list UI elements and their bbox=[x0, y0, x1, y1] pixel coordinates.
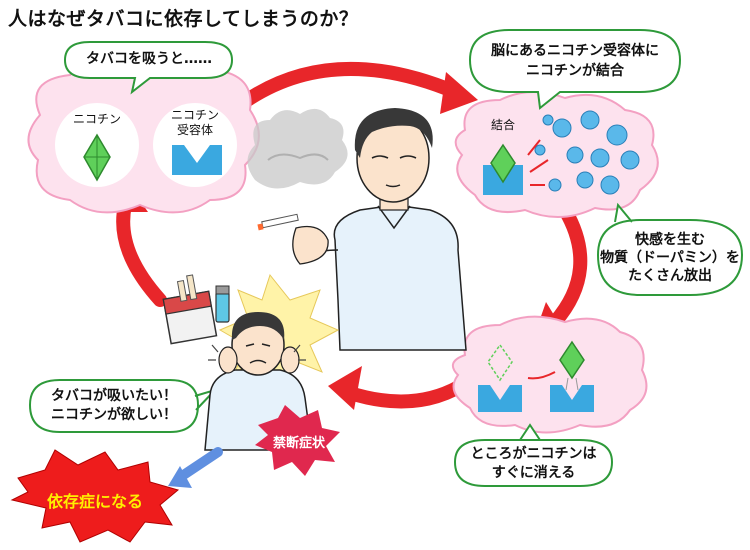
bubble-binding-line1: 脳にあるニコチン受容体に bbox=[491, 43, 659, 59]
bubble-pleasure-line1: 快感を生む bbox=[635, 232, 705, 248]
dopamine-molecule-icon bbox=[527, 110, 640, 195]
label-receptor-line2: 受容体 bbox=[176, 123, 213, 137]
bubble-vanish-line2: すぐに消える bbox=[491, 465, 576, 481]
label-bound: 結合 bbox=[490, 118, 515, 132]
label-nicotine: ニコチン bbox=[72, 112, 121, 126]
lighter-icon bbox=[215, 285, 230, 323]
thought-cloud-vanish bbox=[451, 315, 648, 434]
page-title: 人はなぜタバコに依存してしまうのか？ bbox=[8, 8, 359, 30]
bubble-craving-line1: タバコが吸いたい！ bbox=[51, 388, 177, 404]
cycle-arrow-bottom bbox=[328, 366, 477, 410]
receptor-icon bbox=[172, 145, 222, 175]
addiction-badge: 依存症になる bbox=[46, 492, 143, 511]
bubble-vanish-line1: ところがニコチンは bbox=[470, 446, 597, 462]
label-receptor-line1: ニコチン bbox=[170, 108, 219, 122]
addiction-burst-shape bbox=[10, 449, 180, 543]
cigarette-pack-icon bbox=[162, 274, 218, 345]
smoking-man-figure bbox=[257, 108, 467, 351]
speech-bubble-outlines bbox=[28, 29, 744, 487]
nicotine-crystal-icon bbox=[83, 133, 111, 182]
bubble-pleasure-line3: たくさん放出 bbox=[628, 268, 712, 284]
cycle-arrow-top bbox=[233, 61, 478, 114]
blue-arrow-to-addiction bbox=[168, 447, 223, 488]
bubble-smoke-text: タバコを吸うと…… bbox=[86, 51, 212, 67]
bubble-binding-line2: ニコチンが結合 bbox=[526, 63, 624, 79]
smoke-cloud-icon bbox=[247, 108, 348, 189]
bubble-pleasure-line2: 物質（ドーパミン）を bbox=[600, 250, 740, 266]
bubble-craving-line2: ニコチンが欲しい！ bbox=[51, 407, 177, 423]
withdrawal-badge: 禁断症状 bbox=[272, 436, 325, 451]
withdrawal-badge-shape bbox=[255, 405, 340, 476]
